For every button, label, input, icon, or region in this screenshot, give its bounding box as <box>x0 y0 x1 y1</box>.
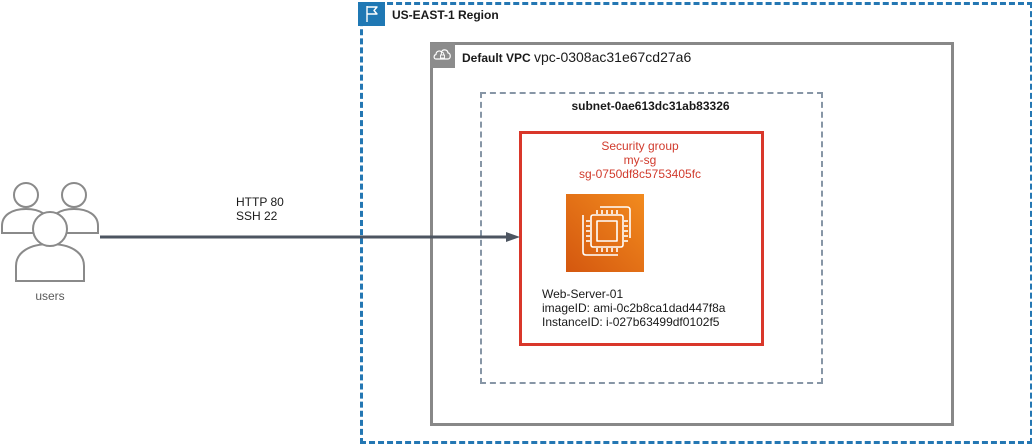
region-label: US-EAST-1 Region <box>392 8 499 22</box>
server-name: Web-Server-01 <box>542 287 624 301</box>
connection-label-http: HTTP 80 <box>236 195 284 209</box>
security-group-id: sg-0750df8c5753405fc <box>578 167 702 181</box>
vpc-id: vpc-0308ac31e67cd27a6 <box>534 49 692 65</box>
vpc-cloud-lock-icon <box>430 43 455 68</box>
security-group-title: Security group <box>601 139 679 153</box>
ec2-instance-icon <box>566 194 644 272</box>
subnet-label: subnet-0ae613dc31ab83326 <box>571 99 730 113</box>
region-flag-icon <box>358 2 385 26</box>
connection-label-ssh: SSH 22 <box>236 209 278 223</box>
users-group-icon <box>0 182 99 282</box>
server-instance-id: InstanceID: i-027b63499df0102f5 <box>542 315 720 329</box>
users-label: users <box>35 289 65 303</box>
vpc-label: Default VPC <box>462 51 531 65</box>
security-group-name: my-sg <box>623 153 657 167</box>
security-group-container <box>519 131 764 346</box>
vpc-container <box>430 42 954 426</box>
server-image-id: imageID: ami-0c2b8ca1dad447f8a <box>542 301 726 315</box>
